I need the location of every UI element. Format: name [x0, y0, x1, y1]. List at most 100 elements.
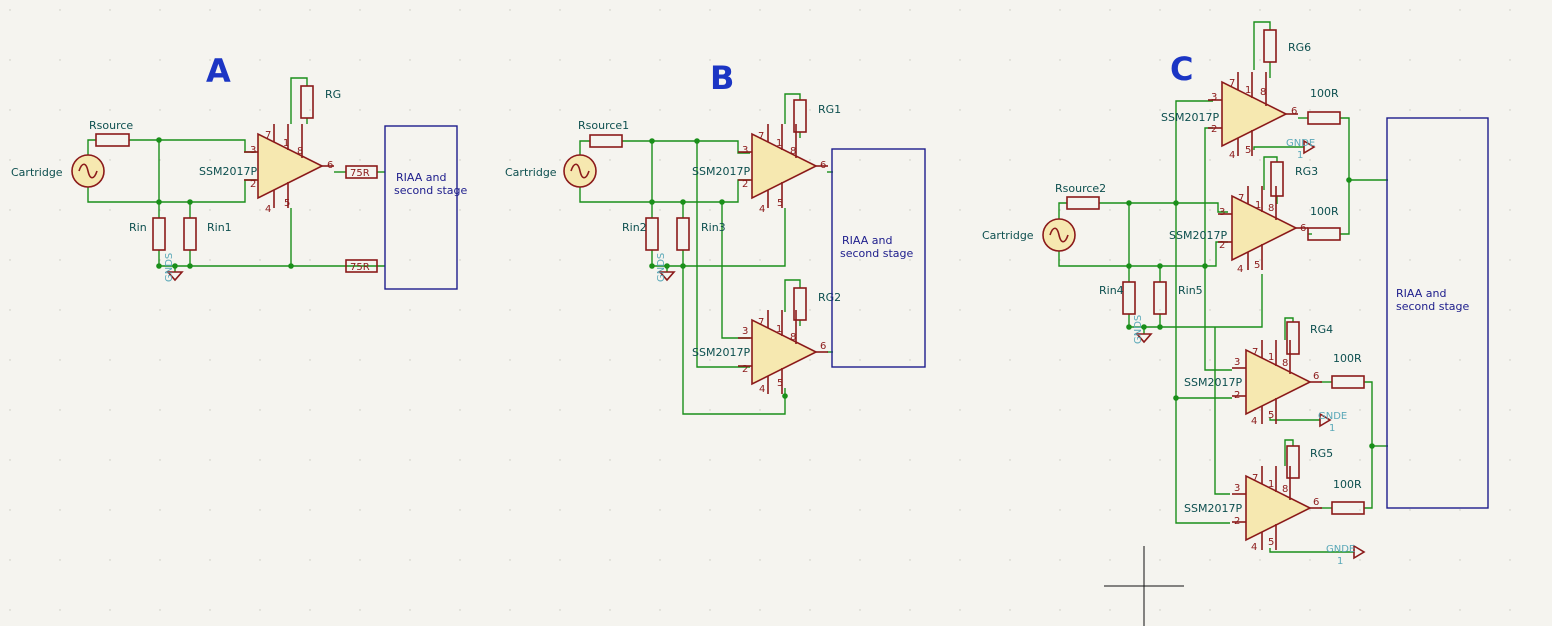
grid-dot — [709, 459, 711, 461]
rg4-resistor-c[interactable] — [1286, 321, 1300, 355]
grid-dot — [659, 159, 661, 161]
grid-dot — [859, 209, 861, 211]
gnde-label-c4: GNDE — [1326, 544, 1355, 555]
grid-dot — [1459, 309, 1461, 311]
grid-dot — [859, 559, 861, 561]
grid-dot — [859, 359, 861, 361]
grid-dot — [109, 59, 111, 61]
grid-dot — [259, 109, 261, 111]
grid-dot — [859, 109, 861, 111]
grid-dot — [1109, 159, 1111, 161]
grid-dot — [509, 209, 511, 211]
rin3-resistor-b[interactable] — [676, 217, 690, 251]
rg3-resistor-c[interactable] — [1270, 161, 1284, 197]
grid-dot — [709, 9, 711, 11]
grid-dot — [1359, 209, 1361, 211]
grid-dot — [809, 59, 811, 61]
grid-dot — [9, 159, 11, 161]
r100-c3[interactable] — [1331, 375, 1365, 389]
grid-dot — [259, 359, 261, 361]
grid-dot — [859, 9, 861, 11]
grid-dot — [609, 109, 611, 111]
grid-dot — [1209, 109, 1211, 111]
background-grid — [9, 9, 1511, 611]
grid-dot — [1509, 609, 1511, 611]
opamp-c1[interactable] — [1207, 71, 1299, 157]
grid-dot — [109, 609, 111, 611]
grid-dot — [59, 59, 61, 61]
grid-dot — [709, 159, 711, 161]
rin-resistor-a[interactable] — [152, 217, 166, 251]
rg6-resistor-c[interactable] — [1263, 29, 1277, 63]
grid-dot — [1109, 209, 1111, 211]
section-b: B Cartridge Rsource1 Rin2 Rin3 — [505, 59, 926, 415]
grid-dot — [1309, 459, 1311, 461]
rin2-label-b: Rin2 — [622, 221, 647, 234]
grid-dot — [1309, 259, 1311, 261]
rin-label-a: Rin — [129, 221, 147, 234]
grid-dot — [1509, 409, 1511, 411]
opamp-a[interactable] — [243, 123, 335, 209]
grid-dot — [309, 559, 311, 561]
grid-dot — [1509, 259, 1511, 261]
r100-c4[interactable] — [1331, 501, 1365, 515]
gnde-label-c3: GNDE — [1318, 411, 1347, 422]
grid-dot — [709, 409, 711, 411]
rin1-resistor-a[interactable] — [183, 217, 197, 251]
opamp-c2[interactable] — [1217, 185, 1309, 271]
rin2-resistor-b[interactable] — [645, 217, 659, 251]
rsource-resistor-a[interactable] — [95, 133, 130, 147]
pin2-c2: 2 — [1219, 240, 1225, 251]
grid-dot — [309, 59, 311, 61]
r100-c1[interactable] — [1307, 111, 1341, 125]
grid-dot — [859, 509, 861, 511]
r75-top-a[interactable] — [345, 165, 378, 179]
grid-dot — [959, 359, 961, 361]
grid-dot — [559, 259, 561, 261]
pin7-c4: 7 — [1252, 473, 1258, 484]
grid-dot — [209, 359, 211, 361]
rg5-resistor-c[interactable] — [1286, 445, 1300, 479]
grid-dot — [559, 159, 561, 161]
rin5-resistor-c[interactable] — [1153, 281, 1167, 315]
grid-dot — [1009, 309, 1011, 311]
riaa-box-b[interactable] — [831, 148, 926, 368]
cartridge-source-a[interactable] — [71, 154, 105, 188]
grid-dot — [1159, 459, 1161, 461]
r75-bottom-a[interactable] — [345, 259, 378, 273]
grid-dot — [759, 309, 761, 311]
opamp-c4[interactable] — [1231, 465, 1323, 551]
opamp-c3[interactable] — [1231, 339, 1323, 425]
grid-dot — [9, 509, 11, 511]
pin4-c4: 4 — [1251, 542, 1257, 553]
riaa-box-c[interactable] — [1386, 117, 1489, 509]
grid-dot — [409, 609, 411, 611]
cartridge-source-b[interactable] — [563, 154, 597, 188]
cartridge-source-c[interactable] — [1042, 218, 1076, 252]
grid-dot — [1309, 209, 1311, 211]
rin4-resistor-c[interactable] — [1122, 281, 1136, 315]
grid-dot — [309, 309, 311, 311]
rsource2-resistor-c[interactable] — [1066, 196, 1100, 210]
grid-dot — [509, 159, 511, 161]
pin7-c1: 7 — [1229, 78, 1235, 89]
grid-dot — [1009, 9, 1011, 11]
rg-resistor-a[interactable] — [300, 85, 314, 119]
rg2-resistor-b[interactable] — [793, 287, 807, 321]
opamp-b1[interactable] — [737, 123, 829, 209]
pin6-c2: 6 — [1300, 223, 1306, 234]
grid-dot — [1409, 309, 1411, 311]
rsource1-resistor-b[interactable] — [589, 134, 623, 148]
opamp-label-b2: SSM2017P — [692, 346, 750, 359]
grid-dot — [309, 409, 311, 411]
pin6-c4: 6 — [1313, 497, 1319, 508]
riaa-box-a[interactable] — [384, 125, 458, 290]
r100-c2[interactable] — [1307, 227, 1341, 241]
grid-dot — [859, 59, 861, 61]
pin4-c1: 4 — [1229, 150, 1235, 161]
grid-dot — [9, 109, 11, 111]
rg1-resistor-b[interactable] — [793, 99, 807, 133]
grid-dot — [509, 359, 511, 361]
grid-dot — [1309, 359, 1311, 361]
